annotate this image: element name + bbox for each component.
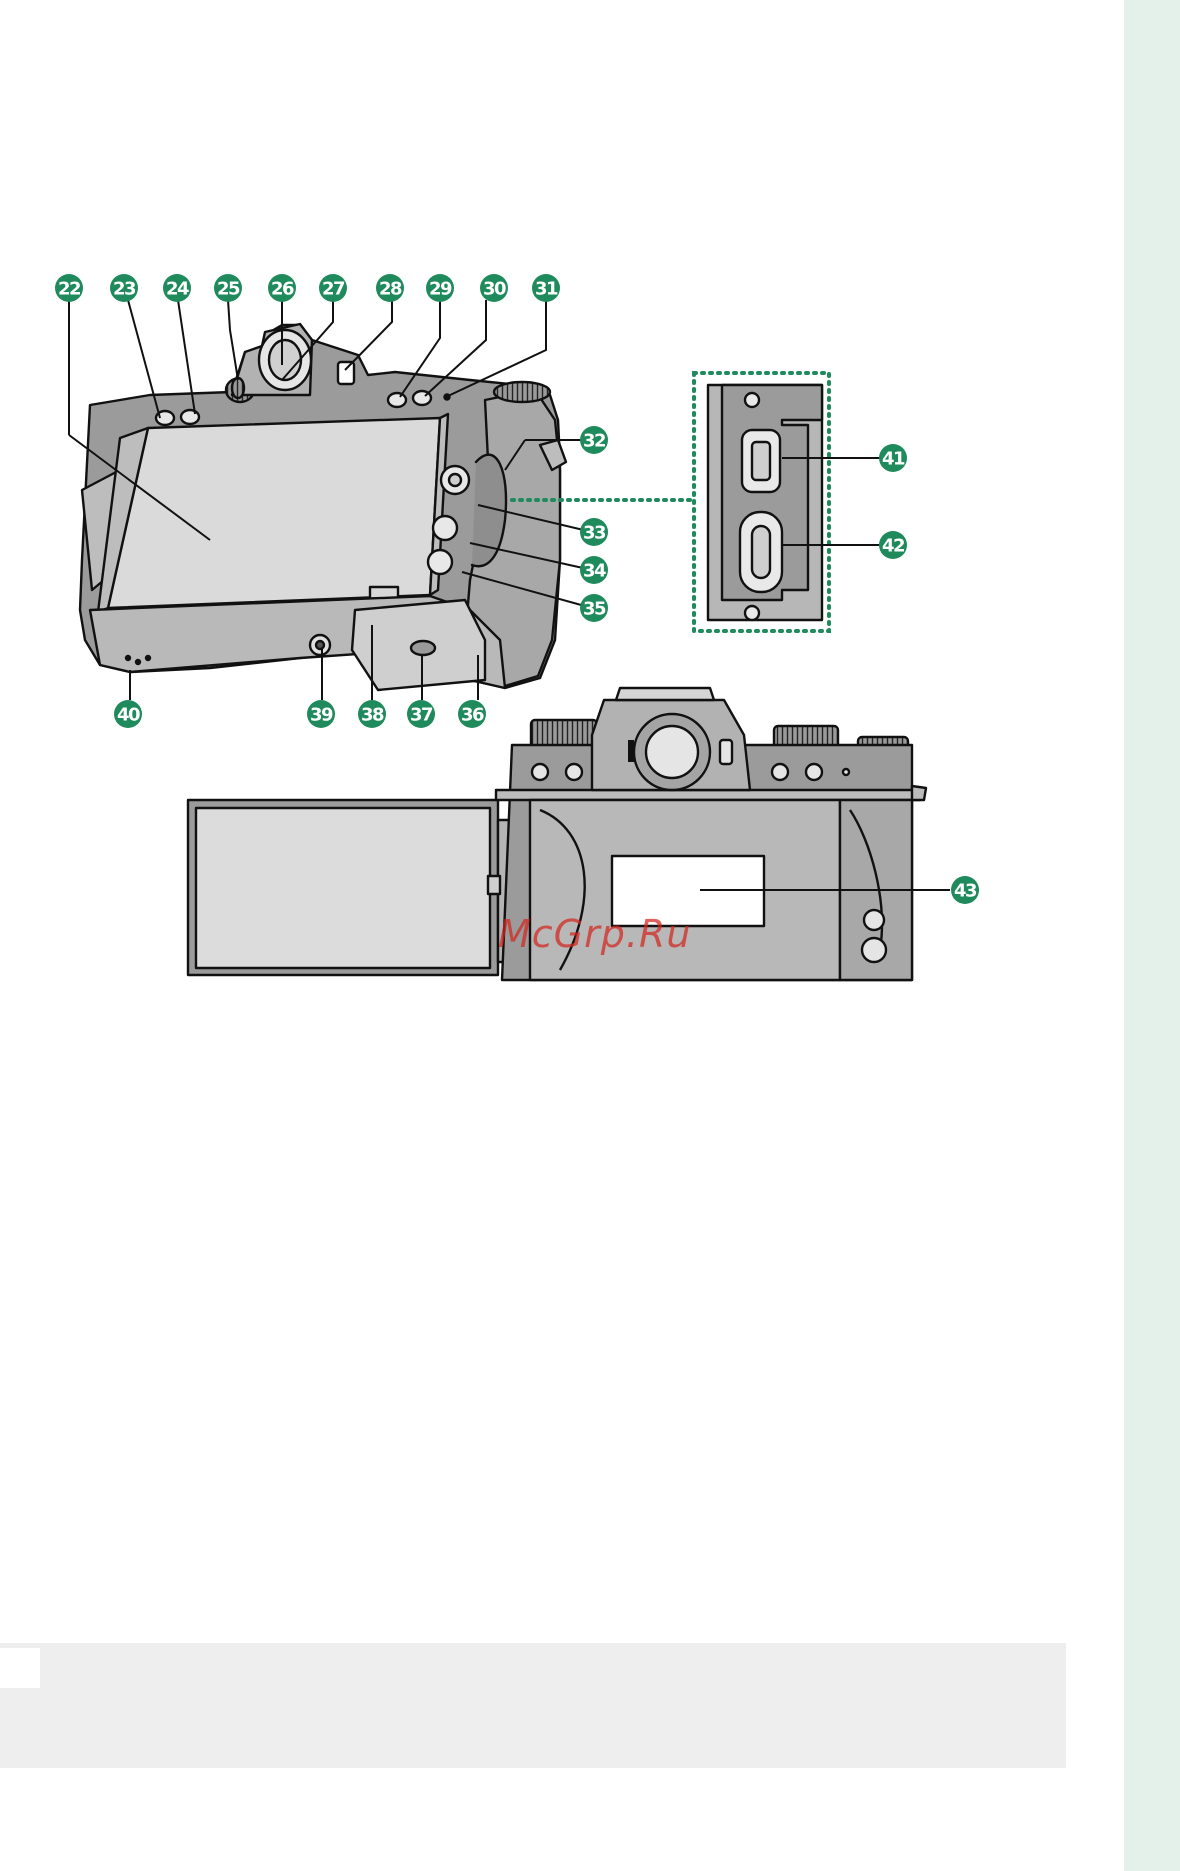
watermark-text: McGrp.Ru [498,912,691,956]
callout-27: 27 [319,274,347,302]
callout-34-label: 34 [583,561,606,582]
callout-43-label: 43 [954,881,977,902]
callout-26-label: 26 [271,279,294,300]
callout-27-label: 27 [322,279,345,300]
callout-43: 43 [951,876,979,904]
callout-29: 29 [426,274,454,302]
callout-38-label: 38 [361,705,384,726]
callout-29-label: 29 [429,279,452,300]
callout-22: 22 [55,274,83,302]
callout-22-label: 22 [58,279,80,300]
callout-42: 42 [879,531,907,559]
callout-36-label: 36 [461,705,484,726]
callout-34: 34 [580,556,608,584]
callout-41-label: 41 [882,449,905,470]
callout-37-label: 37 [410,705,433,726]
callout-30-label: 30 [483,279,506,300]
camera-rear-oblique [80,324,566,690]
callout-23: 23 [110,274,138,302]
callout-36: 36 [458,700,486,728]
callout-24-label: 24 [166,279,189,300]
callout-23-label: 23 [113,279,136,300]
callout-37: 37 [407,700,435,728]
callout-28-label: 28 [379,279,402,300]
callout-35-label: 35 [583,599,606,620]
callout-38: 38 [358,700,386,728]
callout-40: 40 [114,700,142,728]
callout-35: 35 [580,594,608,622]
callout-33: 33 [580,518,608,546]
callout-25: 25 [214,274,242,302]
callout-39: 39 [307,700,335,728]
callout-33-label: 33 [583,523,606,544]
callout-40-label: 40 [117,705,140,726]
callout-31: 31 [532,274,560,302]
callout-41: 41 [879,444,907,472]
callout-24: 24 [163,274,191,302]
callout-25-label: 25 [217,279,240,300]
callout-32: 32 [580,426,608,454]
callout-28: 28 [376,274,404,302]
callout-32-label: 32 [583,431,605,452]
callout-42-label: 42 [882,536,904,557]
callout-26: 26 [268,274,296,302]
callout-31-label: 31 [535,279,558,300]
callout-30: 30 [480,274,508,302]
callout-39-label: 39 [310,705,333,726]
